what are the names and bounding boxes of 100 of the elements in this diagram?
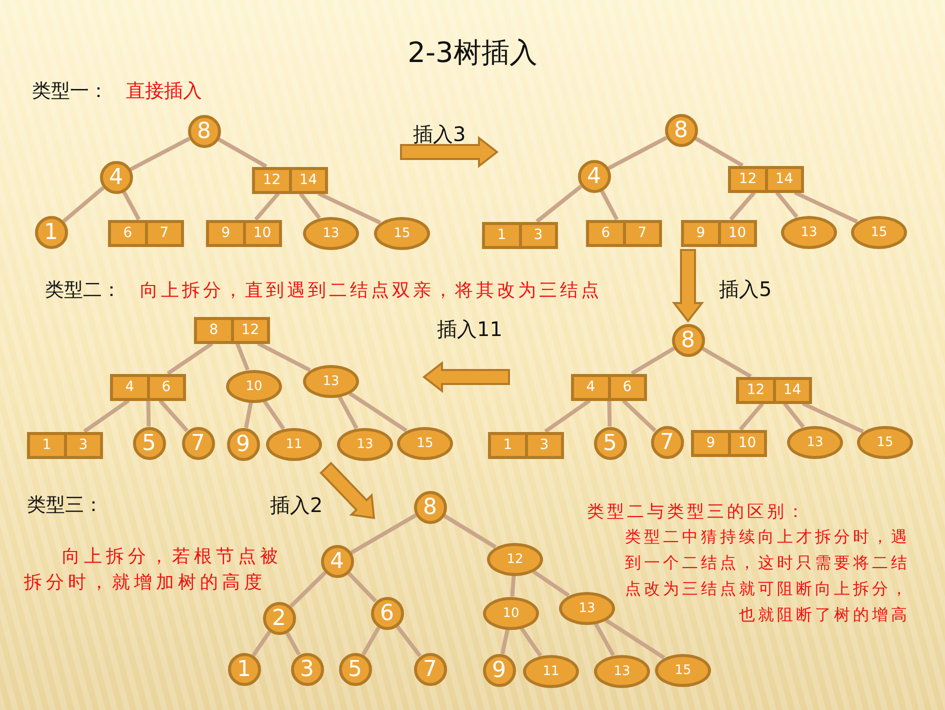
two-key-node [488,432,564,458]
tree-edge [298,192,321,220]
key-value: 6 [608,376,644,398]
two-key-node [736,376,812,404]
circle-node: 8 [664,114,698,146]
tree-edge [608,136,668,170]
circle-node: 1 [228,652,260,686]
tree-edge [122,190,141,220]
block-arrow [400,136,499,168]
two-key-node [691,430,767,456]
tree-edge [62,186,105,223]
ellipse-node: 10 [226,370,282,402]
ellipse-node: 15 [397,426,453,460]
ellipse-node: 10 [483,596,539,630]
tree-edge [350,514,417,554]
tree-edge [701,346,752,378]
tree-edge [235,342,250,371]
ellipse-node: 15 [851,216,907,248]
tree-edge [622,399,656,432]
two-key-node [206,220,282,246]
tree-edge [252,630,272,657]
key-value: 6 [122,224,134,243]
tree-edge [348,392,408,432]
tree-edge [594,622,616,656]
ellipse-node: 13 [303,364,359,398]
tree-edge [146,400,151,427]
key-value: 10 [718,222,754,244]
two-key-node [252,166,328,194]
key-value: 10 [242,222,279,244]
ellipse-node: 15 [374,216,430,250]
key-value: 10 [728,432,764,454]
key-value: 7 [144,222,181,244]
tree-edge [361,626,381,656]
tree-edge [802,402,864,434]
circle-node: 9 [482,654,516,686]
tree-edge [338,396,358,430]
circle-node: 4 [320,544,354,578]
ellipse-node: 13 [781,216,837,248]
key-value: 6 [146,376,183,398]
section-heading: 类型三： [27,493,103,518]
section-heading: 类型一： [32,79,108,104]
two-key-node [571,374,647,400]
tree-edge [794,190,858,224]
key-value: 6 [600,224,612,243]
tree-edge [347,572,377,602]
tree-edge [510,575,516,597]
section-subtitle: 向上拆分，直到遇到二结点双亲，将其改为三结点 [140,279,602,302]
section-heading: 类型二： [45,278,121,303]
tree-edge [83,398,130,434]
key-value: 14 [772,380,809,400]
ellipse-node: 12 [487,542,543,576]
two-key-node [194,316,270,344]
two-key-node [108,220,184,246]
tree-edge [532,570,570,598]
tree-edge [395,624,422,658]
tree-edge [630,346,675,376]
circle-node: 4 [100,160,132,194]
circle-node: 8 [672,324,704,356]
circle-node: 7 [414,652,446,686]
key-value: 8 [208,321,220,340]
edge-label: 插入2 [270,492,323,519]
key-value: 14 [764,168,801,190]
note-heading: 类型二与类型三的区别： [587,501,807,523]
tree-edge [738,402,764,431]
two-key-node [27,432,103,458]
block-arrow [320,462,376,520]
two-key-node [110,374,186,400]
two-key-node [681,220,757,246]
circle-node: 9 [226,428,260,460]
block-arrow [672,249,704,323]
ellipse-node: 13 [559,592,615,624]
tree-edge [318,192,382,224]
title: 2-3树插入 [406,35,538,71]
circle-node: 1 [34,216,68,248]
circle-node: 5 [132,426,166,460]
tree-edge [257,342,311,372]
note-text: 类型二中猜持续向上才拆分时，遇到一个二结点，这时只需要将二结点改为三结点就可阻断向上拆分，也就阻断了树的增高 [624,526,910,626]
key-value: 1 [502,436,514,455]
key-value: 4 [124,378,136,397]
tree-edge [544,398,591,434]
key-value: 9 [705,434,716,453]
circle-node: 5 [594,426,626,460]
tree-edge [130,136,190,172]
note-text: 向上拆分，若根节点被拆分时，就增加树的高度 [24,545,283,595]
circle-node: 3 [290,652,324,686]
tree-edge [600,190,619,220]
ellipse-node: 15 [857,426,913,458]
ellipse-node: 15 [655,654,711,686]
circle-node: 4 [578,160,610,192]
key-value: 3 [524,434,561,456]
block-arrow [422,360,510,394]
key-value: 1 [41,436,52,455]
key-value: 3 [518,224,555,246]
key-value: 3 [64,434,100,456]
tree-edge [607,400,612,427]
key-value: 12 [230,320,267,340]
tree-edge [244,402,253,428]
key-value: 12 [746,381,766,400]
circle-node: 6 [370,596,404,630]
edge-label: 插入5 [719,276,772,303]
